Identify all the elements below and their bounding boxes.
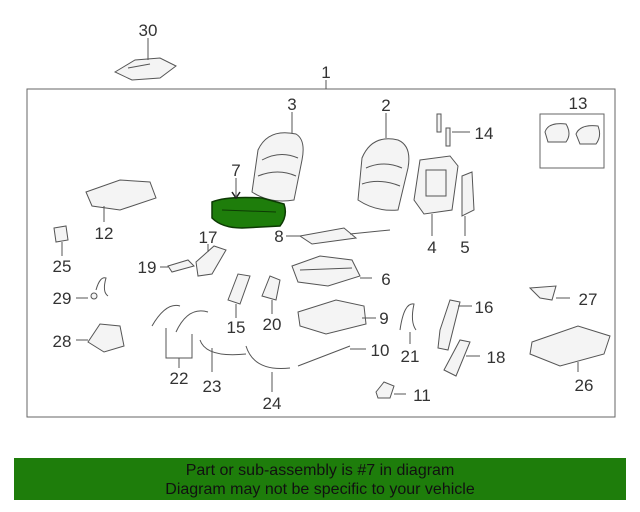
callout-14: 14 [475,124,494,143]
caption-line-1: Part or sub-assembly is #7 in diagram [185,462,455,479]
callout-22: 22 [170,369,189,388]
callout-5: 5 [460,238,469,257]
callout-4: 4 [427,238,436,257]
part-23[interactable] [199,339,247,356]
callout-25: 25 [53,257,72,276]
part-5[interactable] [461,171,475,217]
callout-27: 27 [579,290,598,309]
part-15[interactable] [227,273,251,305]
callout-11: 11 [413,386,431,405]
callout-21: 21 [401,347,420,366]
part-24[interactable] [245,345,291,370]
callout-1: 1 [321,63,330,82]
parts-diagram: 3013214137128452517196292791615202810211… [26,21,616,418]
part-29[interactable] [90,277,109,300]
part-14[interactable] [436,113,451,147]
callout-10: 10 [371,341,390,360]
callout-9: 9 [379,309,388,328]
caption-line-2: Diagram may not be specific to your vehi… [165,481,475,498]
part-3[interactable] [251,132,304,202]
part-10[interactable] [297,345,351,367]
part-8[interactable] [298,227,391,245]
part-30[interactable] [113,57,177,81]
callout-18: 18 [487,348,506,367]
caption-banner: Part or sub-assembly is #7 in diagram Di… [14,458,626,500]
callout-28: 28 [53,332,72,351]
part-9[interactable] [297,299,367,335]
part-21[interactable] [399,303,417,331]
part-7-highlighted[interactable] [211,196,287,229]
part-4[interactable] [413,155,459,215]
part-12[interactable] [85,179,157,211]
callout-6: 6 [381,270,390,289]
callout-19: 19 [138,258,157,277]
callout-12: 12 [95,224,114,243]
part-19[interactable] [167,259,195,273]
callout-16: 16 [475,298,494,317]
part-2[interactable] [357,138,410,211]
part-16[interactable] [437,299,461,351]
callout-30: 30 [139,21,158,40]
callout-2: 2 [381,96,390,115]
callout-29: 29 [53,289,72,308]
callout-8: 8 [274,227,283,246]
part-22[interactable] [151,304,209,333]
part-27[interactable] [528,285,557,301]
part-11[interactable] [375,381,395,399]
callout-3: 3 [287,95,296,114]
part-18[interactable] [443,339,471,377]
callout-13: 13 [569,94,588,113]
part-25[interactable] [53,225,69,243]
part-13[interactable] [544,123,601,145]
callout-7: 7 [231,161,240,180]
part-20[interactable] [261,275,281,301]
callout-26: 26 [575,376,594,395]
part-28[interactable] [87,323,125,353]
callout-24: 24 [263,394,282,413]
callout-15: 15 [227,318,246,337]
callout-20: 20 [263,315,282,334]
assembly-frame [26,88,616,418]
part-17[interactable] [195,245,227,277]
part-6[interactable] [291,255,361,287]
callout-17: 17 [199,228,218,247]
part-26[interactable] [529,325,611,367]
headrest-box [539,113,605,169]
callout-23: 23 [203,377,222,396]
